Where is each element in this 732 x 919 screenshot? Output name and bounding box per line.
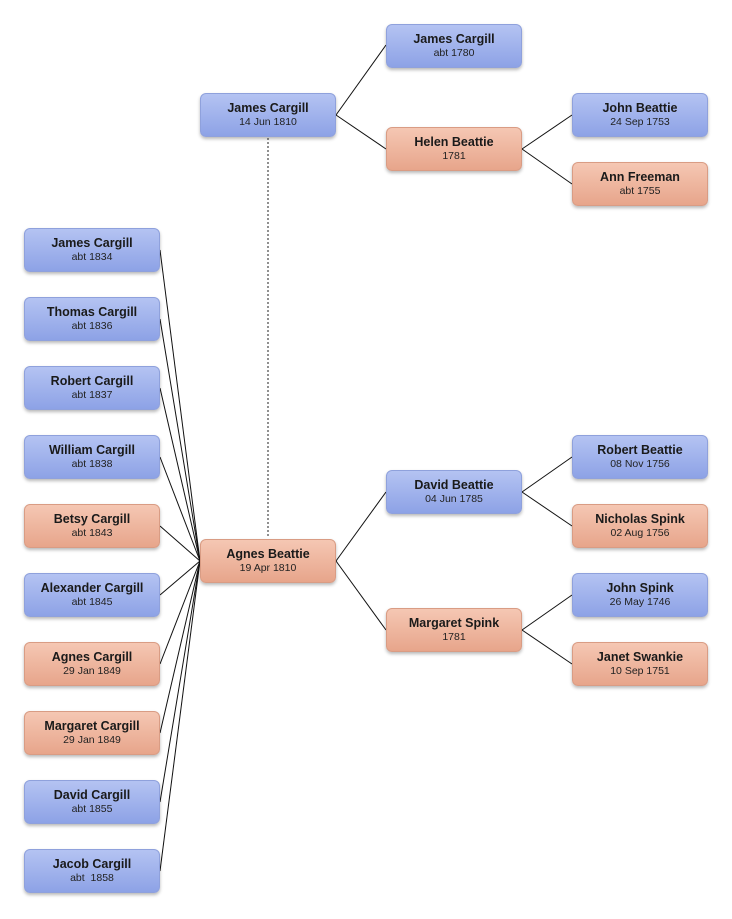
person-david-beattie[interactable]: David Beattie 04 Jun 1785 [386, 470, 522, 514]
person-date: 1781 [442, 150, 466, 162]
person-helen-beattie[interactable]: Helen Beattie 1781 [386, 127, 522, 171]
person-name: William Cargill [48, 443, 136, 457]
child-link [159, 560, 201, 665]
person-date: abt 1836 [71, 320, 113, 332]
person-name: Thomas Cargill [46, 305, 138, 319]
parent-link [335, 114, 387, 150]
child-betsy-cargill[interactable]: Betsy Cargill abt 1843 [24, 504, 160, 548]
child-link [159, 249, 201, 562]
child-link [159, 560, 201, 803]
person-nicholas-spink[interactable]: Nicholas Spink 02 Aug 1756 [572, 504, 708, 548]
person-name: Robert Beattie [597, 443, 683, 457]
person-name: David Cargill [53, 788, 131, 802]
person-john-beattie[interactable]: John Beattie 24 Sep 1753 [572, 93, 708, 137]
person-date: 10 Sep 1751 [610, 665, 670, 677]
person-name: Ann Freeman [600, 170, 680, 184]
parent-link [521, 629, 573, 665]
child-links [159, 249, 201, 872]
parent-link [521, 491, 573, 527]
person-date: 08 Nov 1756 [610, 458, 670, 470]
person-agnes-beattie-1810[interactable]: Agnes Beattie 19 Apr 1810 [200, 539, 336, 583]
parent-link [335, 44, 387, 116]
person-date: 24 Sep 1753 [610, 116, 670, 128]
person-james-cargill-1810[interactable]: James Cargill 14 Jun 1810 [200, 93, 336, 137]
person-name: James Cargill [413, 32, 495, 46]
child-link [159, 387, 201, 562]
person-name: Agnes Cargill [51, 650, 133, 664]
child-alexander-cargill[interactable]: Alexander Cargill abt 1845 [24, 573, 160, 617]
person-name: James Cargill [51, 236, 133, 250]
person-name: Alexander Cargill [40, 581, 144, 595]
person-date: abt 1845 [71, 596, 113, 608]
person-date: abt 1855 [71, 803, 113, 815]
person-date: abt 1843 [71, 527, 113, 539]
person-date: abt 1755 [619, 185, 661, 197]
child-link [159, 525, 201, 562]
person-name: Robert Cargill [50, 374, 134, 388]
person-date: 26 May 1746 [609, 596, 671, 608]
person-name: John Beattie [602, 101, 678, 115]
person-name: James Cargill [227, 101, 309, 115]
child-link [159, 560, 201, 872]
person-name: John Spink [606, 581, 674, 595]
child-link [159, 560, 201, 734]
parent-link [521, 148, 573, 185]
person-name: Agnes Beattie [226, 547, 310, 561]
child-link [159, 318, 201, 562]
child-william-cargill[interactable]: William Cargill abt 1838 [24, 435, 160, 479]
person-ann-freeman[interactable]: Ann Freeman abt 1755 [572, 162, 708, 206]
person-name: David Beattie [414, 478, 494, 492]
person-name: Janet Swankie [596, 650, 684, 664]
child-james-cargill[interactable]: James Cargill abt 1834 [24, 228, 160, 272]
child-jacob-cargill[interactable]: Jacob Cargill abt 1858 [24, 849, 160, 893]
person-margaret-spink[interactable]: Margaret Spink 1781 [386, 608, 522, 652]
child-david-cargill[interactable]: David Cargill abt 1855 [24, 780, 160, 824]
person-date: abt 1838 [71, 458, 113, 470]
person-john-spink[interactable]: John Spink 26 May 1746 [572, 573, 708, 617]
person-date: 29 Jan 1849 [63, 665, 121, 677]
person-janet-swankie[interactable]: Janet Swankie 10 Sep 1751 [572, 642, 708, 686]
parent-link [335, 491, 387, 562]
person-name: Margaret Spink [408, 616, 500, 630]
person-date: 1781 [442, 631, 466, 643]
person-date: abt 1780 [433, 47, 475, 59]
person-name: Helen Beattie [414, 135, 494, 149]
child-link [159, 560, 201, 596]
child-link [159, 456, 201, 562]
person-date: 29 Jan 1849 [63, 734, 121, 746]
person-date: 04 Jun 1785 [425, 493, 483, 505]
child-margaret-cargill[interactable]: Margaret Cargill 29 Jan 1849 [24, 711, 160, 755]
person-date: abt 1834 [71, 251, 113, 263]
person-date: 19 Apr 1810 [239, 562, 297, 574]
child-robert-cargill[interactable]: Robert Cargill abt 1837 [24, 366, 160, 410]
person-date: 14 Jun 1810 [239, 116, 297, 128]
person-date: 02 Aug 1756 [610, 527, 670, 539]
person-name: Margaret Cargill [44, 719, 140, 733]
parent-link [521, 456, 573, 493]
parent-link [521, 594, 573, 631]
child-agnes-cargill[interactable]: Agnes Cargill 29 Jan 1849 [24, 642, 160, 686]
person-name: Betsy Cargill [53, 512, 131, 526]
person-name: Jacob Cargill [52, 857, 132, 871]
person-date: abt 1858 [70, 872, 114, 884]
parent-link [521, 114, 573, 150]
parent-link [335, 560, 387, 631]
person-date: abt 1837 [71, 389, 113, 401]
person-robert-beattie[interactable]: Robert Beattie 08 Nov 1756 [572, 435, 708, 479]
child-thomas-cargill[interactable]: Thomas Cargill abt 1836 [24, 297, 160, 341]
person-james-cargill-1780[interactable]: James Cargill abt 1780 [386, 24, 522, 68]
person-name: Nicholas Spink [595, 512, 685, 526]
